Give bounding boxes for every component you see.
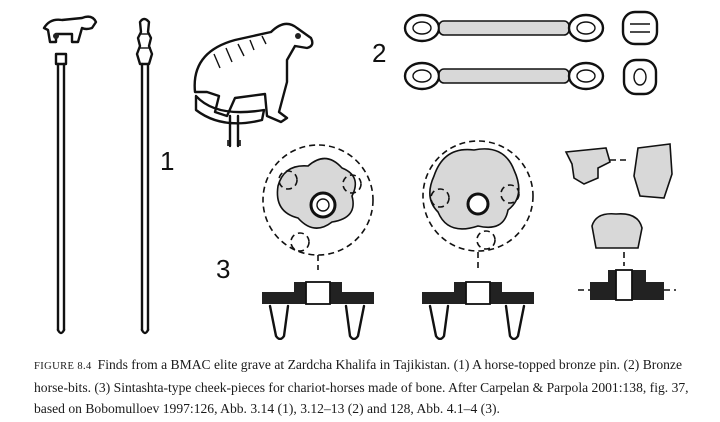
- horse-pin-side-icon: [135, 17, 154, 335]
- horse-pin-front-icon: [42, 15, 98, 335]
- label-1: 1: [160, 146, 174, 176]
- figure-label: FIGURE 8.4: [34, 361, 92, 372]
- cheek-piece-right-icon: [564, 143, 676, 301]
- horse-pin-detail-icon: [193, 22, 314, 150]
- label-3: 3: [216, 254, 230, 284]
- horse-bit-upper-icon: [403, 10, 659, 46]
- label-2: 2: [372, 38, 386, 68]
- cheek-piece-left-icon: [262, 144, 374, 340]
- archaeological-figure: 1 2: [42, 10, 676, 340]
- caption-text: Finds from a BMAC elite grave at Zardcha…: [34, 357, 689, 416]
- horse-bit-lower-icon: [403, 58, 658, 96]
- cheek-piece-middle-icon: [422, 140, 534, 340]
